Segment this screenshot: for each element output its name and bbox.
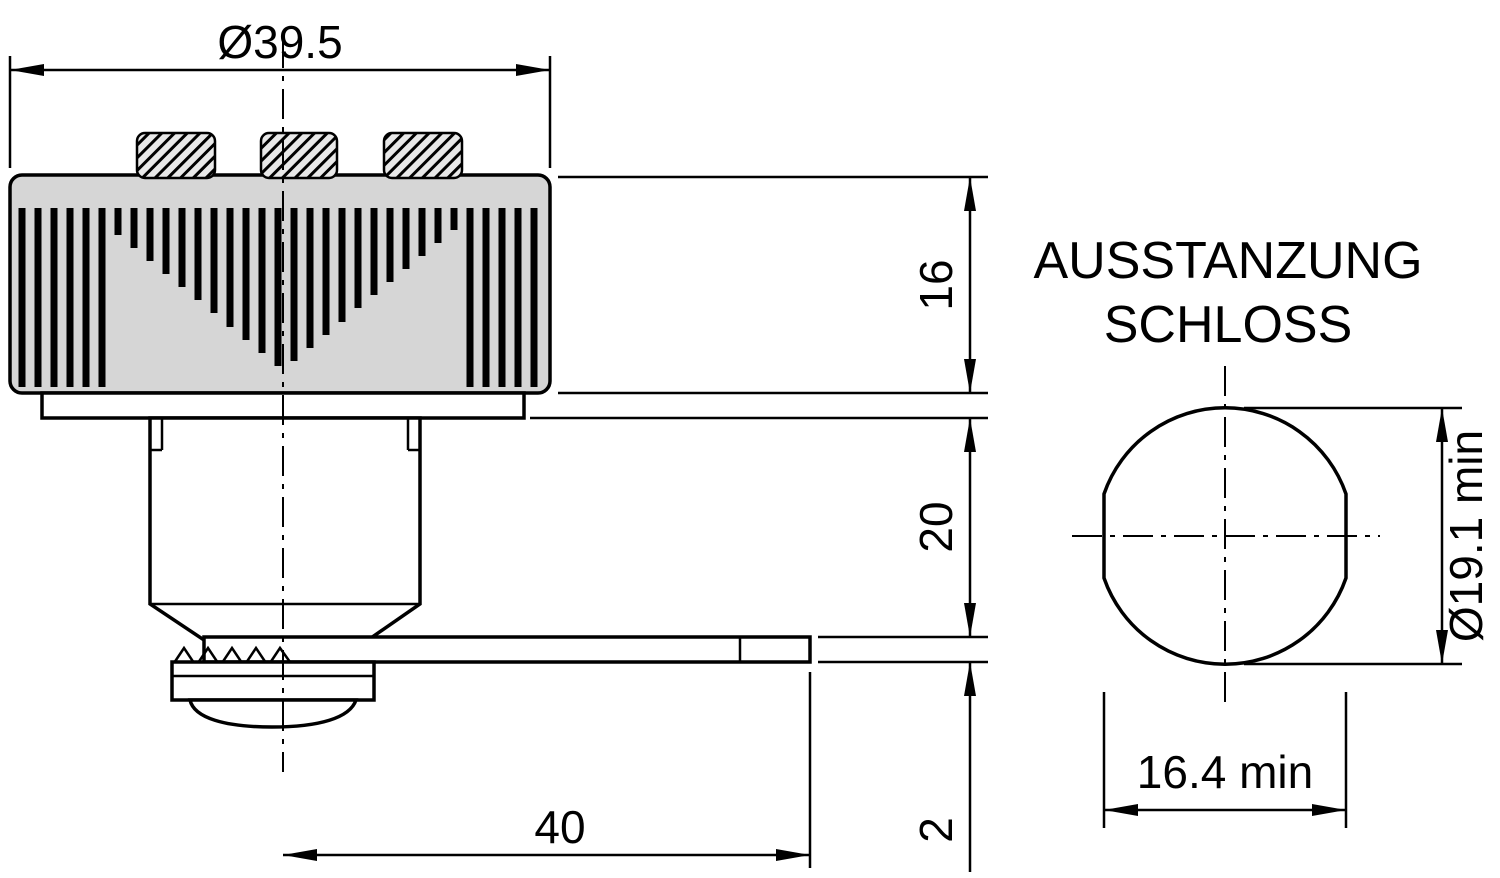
dim-punchout-width: 16.4 min (1102, 692, 1348, 828)
mounting-clips (135, 131, 464, 180)
lock-body (148, 416, 422, 642)
label-cap-height-16: 16 (910, 259, 962, 310)
dome-tip (187, 698, 359, 729)
label-cam-length-40: 40 (534, 801, 585, 853)
label-punchout-diameter: Ø19.1 min (1440, 430, 1492, 642)
dim-body-height-20: 20 (910, 418, 976, 637)
dim-diameter-39-5: Ø39.5 (8, 16, 552, 168)
label-punchout-width: 16.4 min (1137, 746, 1313, 798)
arrow-right (776, 849, 810, 861)
arrow-left (283, 849, 317, 861)
mounting-clip-right (382, 131, 464, 180)
thread-zigzag (170, 645, 292, 669)
lock-body-detail-lines (150, 418, 420, 606)
dim-cam-length-40: 40 (283, 672, 812, 868)
dim-chain-right: 16 20 2 (530, 175, 988, 872)
cam-lever (202, 635, 812, 664)
dim-cam-thickness-2: 2 (910, 662, 976, 872)
punchout-title-line2: SCHLOSS (1104, 296, 1353, 354)
mounting-clip-center (259, 131, 339, 180)
label-cam-thickness-2: 2 (910, 817, 962, 843)
punchout-title-line1: AUSSTANZUNG (1033, 232, 1422, 290)
label-body-height-20: 20 (910, 501, 962, 552)
dim-punchout-diameter: Ø19.1 min (1244, 406, 1492, 666)
label-diameter-39-5: Ø39.5 (217, 16, 342, 68)
knurl-ridges (18, 208, 538, 387)
dim-cap-height-16: 16 (910, 177, 976, 393)
retaining-nut (170, 660, 376, 702)
punchout-view: AUSSTANZUNG SCHLOSS Ø19.1 min 16.4 min (1033, 232, 1492, 828)
side-view (8, 38, 812, 772)
arrow-right (516, 64, 550, 76)
arrow-left (10, 64, 44, 76)
mounting-clip-left (135, 131, 217, 180)
